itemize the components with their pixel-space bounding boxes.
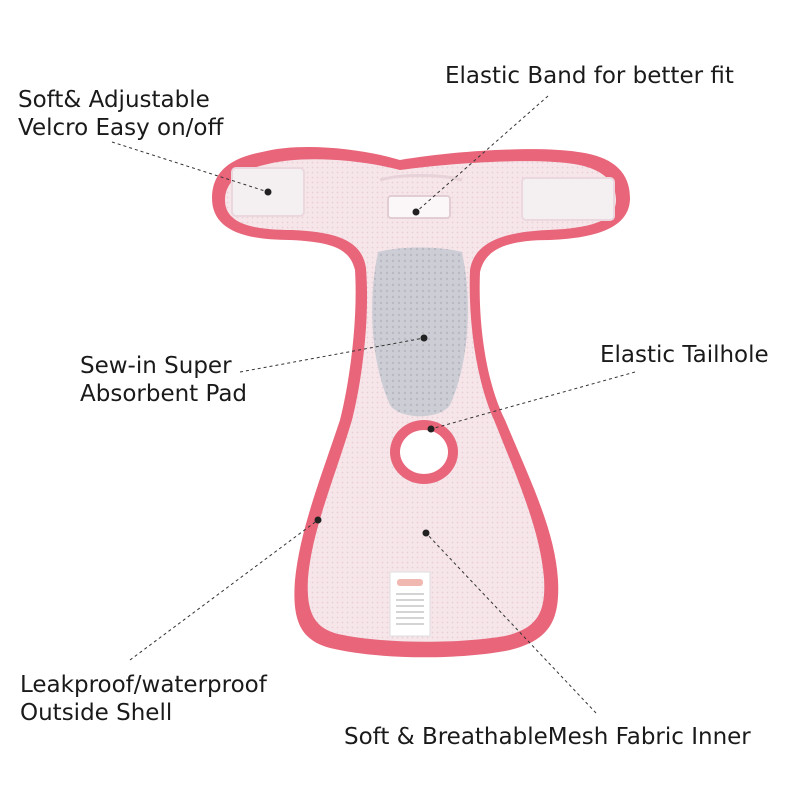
care-tag-lines — [396, 593, 424, 625]
leader-line-pad — [239, 337, 425, 373]
elastic-band — [387, 195, 451, 219]
elastic-tailhole — [400, 430, 448, 474]
leader-dot-velcro — [264, 188, 272, 196]
callout-pad-line1: Sew-in Super — [80, 353, 232, 379]
leader-dot-pad — [420, 334, 428, 342]
leader-line-elastic-band — [415, 95, 549, 213]
callout-outside-shell: Leakproof/waterproof Outside Shell — [20, 671, 267, 727]
callout-velcro: Soft& Adjustable Velcro Easy on/off — [18, 86, 223, 142]
leader-line-mesh — [425, 532, 597, 714]
velcro-tab-right — [521, 177, 615, 221]
absorbent-pad — [372, 247, 468, 417]
callout-velcro-line2: Velcro Easy on/off — [18, 115, 224, 141]
callout-elastic-tailhole: Elastic Tailhole — [600, 341, 769, 369]
callout-elastic-band: Elastic Band for better fit — [445, 62, 734, 90]
care-tag-logo — [397, 579, 423, 586]
leader-dot-elastic-band — [412, 208, 420, 216]
leader-dot-tailhole — [427, 425, 435, 433]
callout-shell-line1: Leakproof/waterproof — [20, 672, 267, 698]
elastic-gathers — [379, 174, 463, 182]
callout-pad-line2: Absorbent Pad — [80, 381, 248, 407]
callout-shell-line2: Outside Shell — [20, 700, 173, 726]
leader-line-shell — [129, 519, 319, 661]
callout-elastic-band-text: Elastic Band for better fit — [445, 63, 734, 89]
callout-mesh-inner: Soft & BreathableMesh Fabric Inner — [344, 723, 751, 751]
leader-dot-shell — [314, 516, 322, 524]
callout-absorbent-pad: Sew-in Super Absorbent Pad — [80, 352, 247, 408]
callout-tailhole-text: Elastic Tailhole — [600, 342, 769, 368]
callout-mesh-text: Soft & BreathableMesh Fabric Inner — [344, 724, 751, 750]
leader-line-tailhole — [430, 371, 636, 430]
leader-dot-mesh — [422, 529, 430, 537]
callout-velcro-line1: Soft& Adjustable — [18, 87, 210, 113]
